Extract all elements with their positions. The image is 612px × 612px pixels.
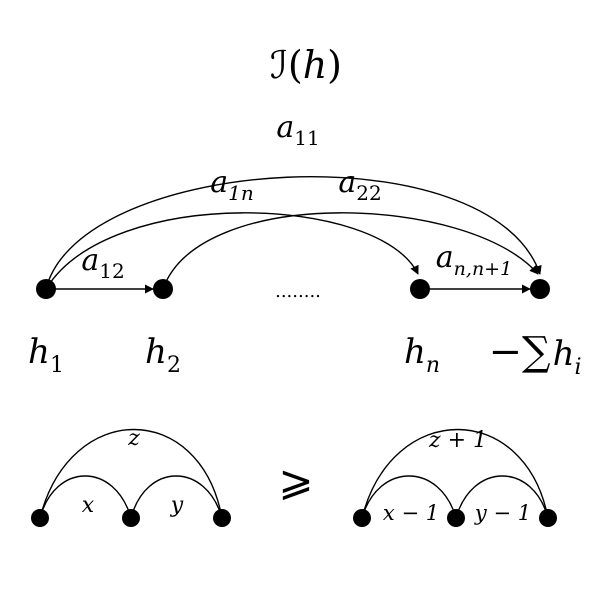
label-a1n: a1n [210, 165, 254, 205]
edge-a11 [45, 176, 542, 290]
br-edge-z1 [361, 428, 549, 519]
ellipsis: ........ [275, 281, 321, 302]
br-label-x1: x − 1 [383, 501, 439, 525]
node-hn [410, 279, 430, 299]
bl-label-x: x [82, 493, 95, 518]
br-label-z1: z + 1 [428, 428, 487, 453]
label-a11: a11 [276, 110, 319, 150]
edge-a22 [162, 212, 539, 290]
relation-symbol: ⩾ [278, 456, 313, 505]
bl-label-y: y [170, 493, 184, 518]
node-label-hn: hn [404, 332, 440, 378]
node-label-sum: −∑hi [488, 329, 581, 380]
br-edge-x1 [361, 475, 457, 519]
br-node-3 [539, 509, 557, 527]
bl-node-1 [31, 509, 49, 527]
node-label-h1: h1 [28, 332, 64, 378]
node-sum [530, 279, 550, 299]
bl-edge-y [130, 475, 223, 519]
label-a12: a12 [81, 243, 124, 283]
br-node-1 [353, 509, 371, 527]
label-ann1: an,n+1 [436, 240, 512, 280]
diagram-title: ℐ(h) [270, 43, 342, 87]
edge-a1n [45, 212, 419, 290]
br-edge-y1 [455, 475, 549, 519]
label-a22: a22 [338, 165, 381, 205]
node-h1 [36, 279, 56, 299]
bl-edge-x [39, 475, 132, 519]
br-label-y1: y − 1 [474, 501, 531, 525]
bl-label-z: z [127, 426, 140, 451]
br-node-2 [447, 509, 465, 527]
bl-node-3 [213, 509, 231, 527]
bl-node-2 [122, 509, 140, 527]
bl-edge-z [39, 428, 223, 519]
node-h2 [153, 279, 173, 299]
node-label-h2: h2 [145, 332, 181, 378]
